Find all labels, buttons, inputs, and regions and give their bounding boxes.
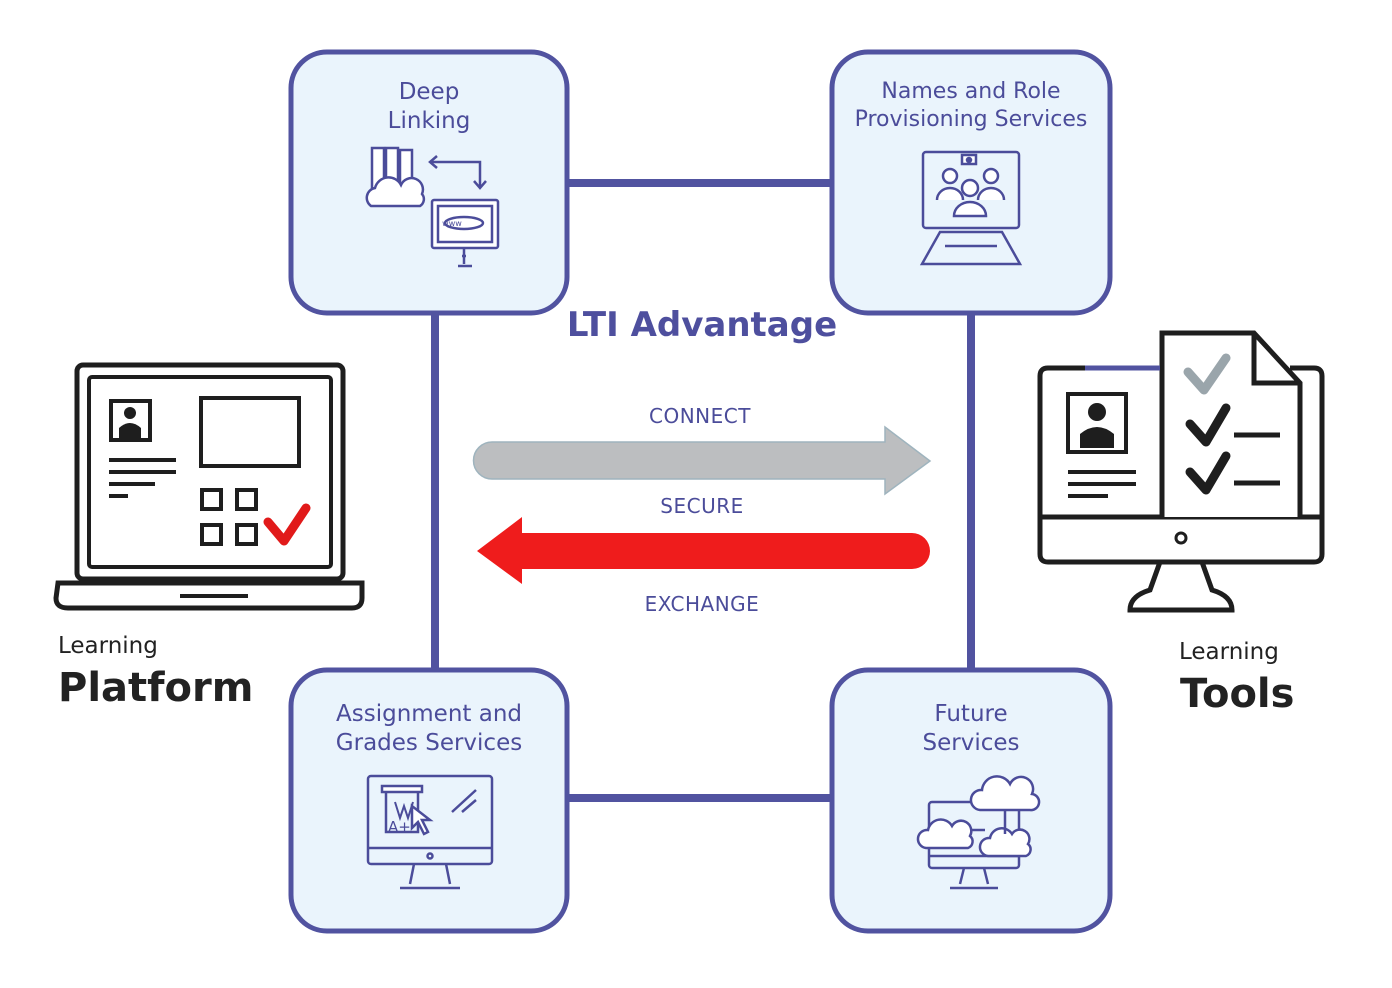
future-services-title: Future Services [832,700,1110,758]
assignment-grades-title: Assignment and Grades Services [291,700,567,758]
future-services-line2: Services [922,729,1020,756]
names-roles-title: Names and Role Provisioning Services [832,78,1110,133]
cloud-network-icon [916,775,1041,890]
secure-label: SECURE [660,494,744,518]
gray-check-icon [1183,353,1231,395]
tools-label: Tools [1180,671,1295,717]
grade-monitor-icon [366,774,494,890]
monitor-checklist-icon [1037,330,1325,613]
platform-small-label: Learning [58,633,158,659]
exchange-arrow [477,517,930,584]
names-roles-line1: Names and Role [881,79,1061,104]
platform-avatar-icon [119,407,141,438]
exchange-label: EXCHANGE [644,592,760,616]
connector-lines [431,179,975,802]
deep-linking-line2: Linking [387,107,471,134]
future-services-line1: Future [934,701,1008,727]
deep-linking-title: Deep Linking [291,78,567,136]
red-check-icon [263,503,311,546]
check-icon-2 [1185,451,1231,495]
group-video-icon [919,150,1023,266]
www-glyph: www [442,219,462,228]
laptop-icon [53,362,365,611]
check-icon-1 [1185,403,1231,447]
assignment-grades-box[interactable] [288,667,570,934]
assignment-grades-line1: Assignment and [336,701,522,727]
grade-glyph: A+ [388,818,411,836]
names-roles-line2: Provisioning Services [854,106,1088,132]
connect-label: CONNECT [649,404,751,428]
diagram-title: LTI Advantage [566,305,838,345]
tools-avatar-icon [1080,403,1114,448]
tools-small-label: Learning [1179,639,1279,665]
deep-linking-line1: Deep [398,79,460,105]
platform-label: Platform [58,665,254,711]
assignment-grades-line2: Grades Services [335,729,523,756]
deep-linking-icon [365,146,500,268]
connect-arrow [472,425,932,496]
